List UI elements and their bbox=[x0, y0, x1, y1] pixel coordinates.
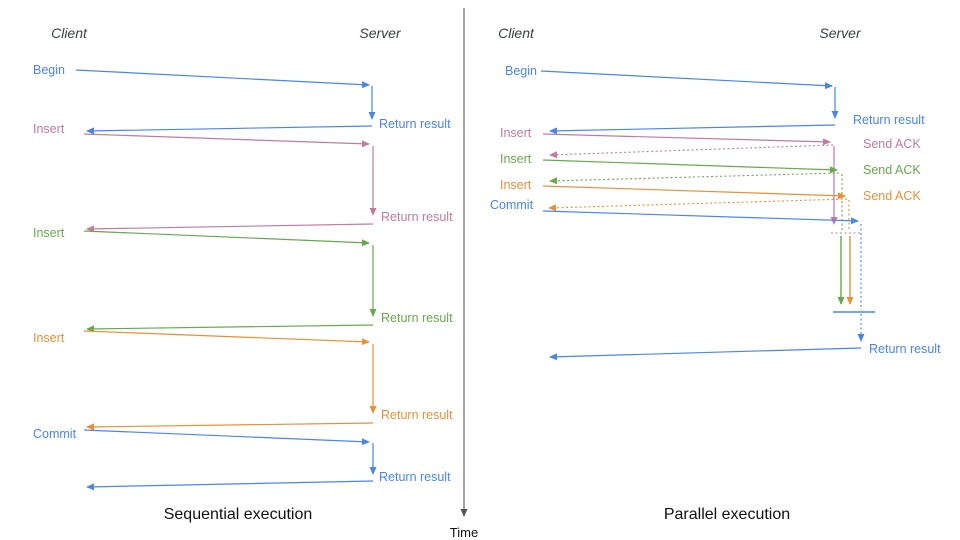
par-begin-message bbox=[540, 70, 839, 135]
seq-insert3-response-arrow bbox=[86, 422, 374, 431]
par-server-header: Server bbox=[819, 25, 862, 41]
par-final-response-label: Return result bbox=[869, 342, 941, 356]
par-insert3-ack-label: Send ACK bbox=[863, 189, 921, 203]
par-insert3-label: Insert bbox=[500, 178, 532, 192]
par-commit-response-arrow bbox=[549, 347, 862, 361]
par-insert1-ack-arrow bbox=[549, 144, 834, 159]
par-insert2-message bbox=[542, 159, 845, 305]
seq-begin-response-label: Return result bbox=[379, 117, 451, 131]
par-commit-message bbox=[542, 210, 875, 361]
sequential-panel: Client Server Begin Return result Insert… bbox=[33, 25, 453, 523]
seq-insert1-response-arrow bbox=[86, 223, 374, 233]
seq-commit-label: Commit bbox=[33, 427, 77, 441]
seq-insert2-request-arrow bbox=[83, 230, 370, 247]
par-insert2-ack-label: Send ACK bbox=[863, 163, 921, 177]
seq-commit-request-arrow bbox=[83, 429, 370, 446]
time-axis-label: Time bbox=[450, 525, 478, 540]
time-axis: Time bbox=[450, 8, 478, 540]
seq-commit-message bbox=[83, 429, 377, 491]
par-insert2-ack-arrow bbox=[549, 172, 840, 185]
par-insert3-request-arrow bbox=[542, 185, 846, 200]
par-client-header: Client bbox=[498, 25, 535, 41]
par-insert1-message bbox=[542, 133, 861, 234]
par-commit-request-arrow bbox=[542, 210, 859, 225]
par-begin-request-arrow bbox=[540, 70, 833, 90]
seq-insert2-label: Insert bbox=[33, 226, 65, 240]
parallel-title: Parallel execution bbox=[664, 506, 790, 523]
seq-insert2-response-label: Return result bbox=[381, 311, 453, 325]
seq-begin-message bbox=[75, 69, 376, 135]
seq-insert2-response-arrow bbox=[86, 324, 374, 333]
seq-begin-request-arrow bbox=[75, 69, 370, 89]
seq-insert3-label: Insert bbox=[33, 331, 65, 345]
seq-insert3-response-label: Return result bbox=[381, 408, 453, 422]
seq-commit-response-arrow bbox=[86, 480, 374, 491]
seq-insert2-message bbox=[83, 230, 377, 333]
par-insert3-message bbox=[542, 185, 854, 305]
par-insert1-ack-label: Send ACK bbox=[863, 137, 921, 151]
seq-client-header: Client bbox=[51, 25, 88, 41]
par-begin-label: Begin bbox=[505, 64, 537, 78]
par-insert2-label: Insert bbox=[500, 152, 532, 166]
seq-insert1-request-arrow bbox=[83, 133, 370, 148]
par-insert3-ack-arrow bbox=[548, 198, 848, 212]
parallel-panel: Client Server Begin Return result Insert… bbox=[490, 25, 941, 523]
par-begin-response-label: Return result bbox=[853, 113, 925, 127]
par-begin-response-arrow bbox=[549, 124, 836, 135]
par-commit-label: Commit bbox=[490, 198, 534, 212]
seq-insert1-label: Insert bbox=[33, 122, 65, 136]
seq-server-header: Server bbox=[359, 25, 402, 41]
seq-insert3-request-arrow bbox=[83, 330, 370, 346]
seq-insert1-response-label: Return result bbox=[381, 210, 453, 224]
sequential-title: Sequential execution bbox=[164, 506, 313, 523]
seq-insert3-message bbox=[83, 330, 377, 431]
par-insert1-label: Insert bbox=[500, 126, 532, 140]
seq-begin-response-arrow bbox=[86, 125, 373, 135]
par-insert1-request-arrow bbox=[542, 133, 831, 146]
seq-commit-response-label: Return result bbox=[379, 470, 451, 484]
seq-begin-label: Begin bbox=[33, 63, 65, 77]
par-insert2-request-arrow bbox=[542, 159, 838, 174]
seq-insert1-message bbox=[83, 133, 377, 233]
